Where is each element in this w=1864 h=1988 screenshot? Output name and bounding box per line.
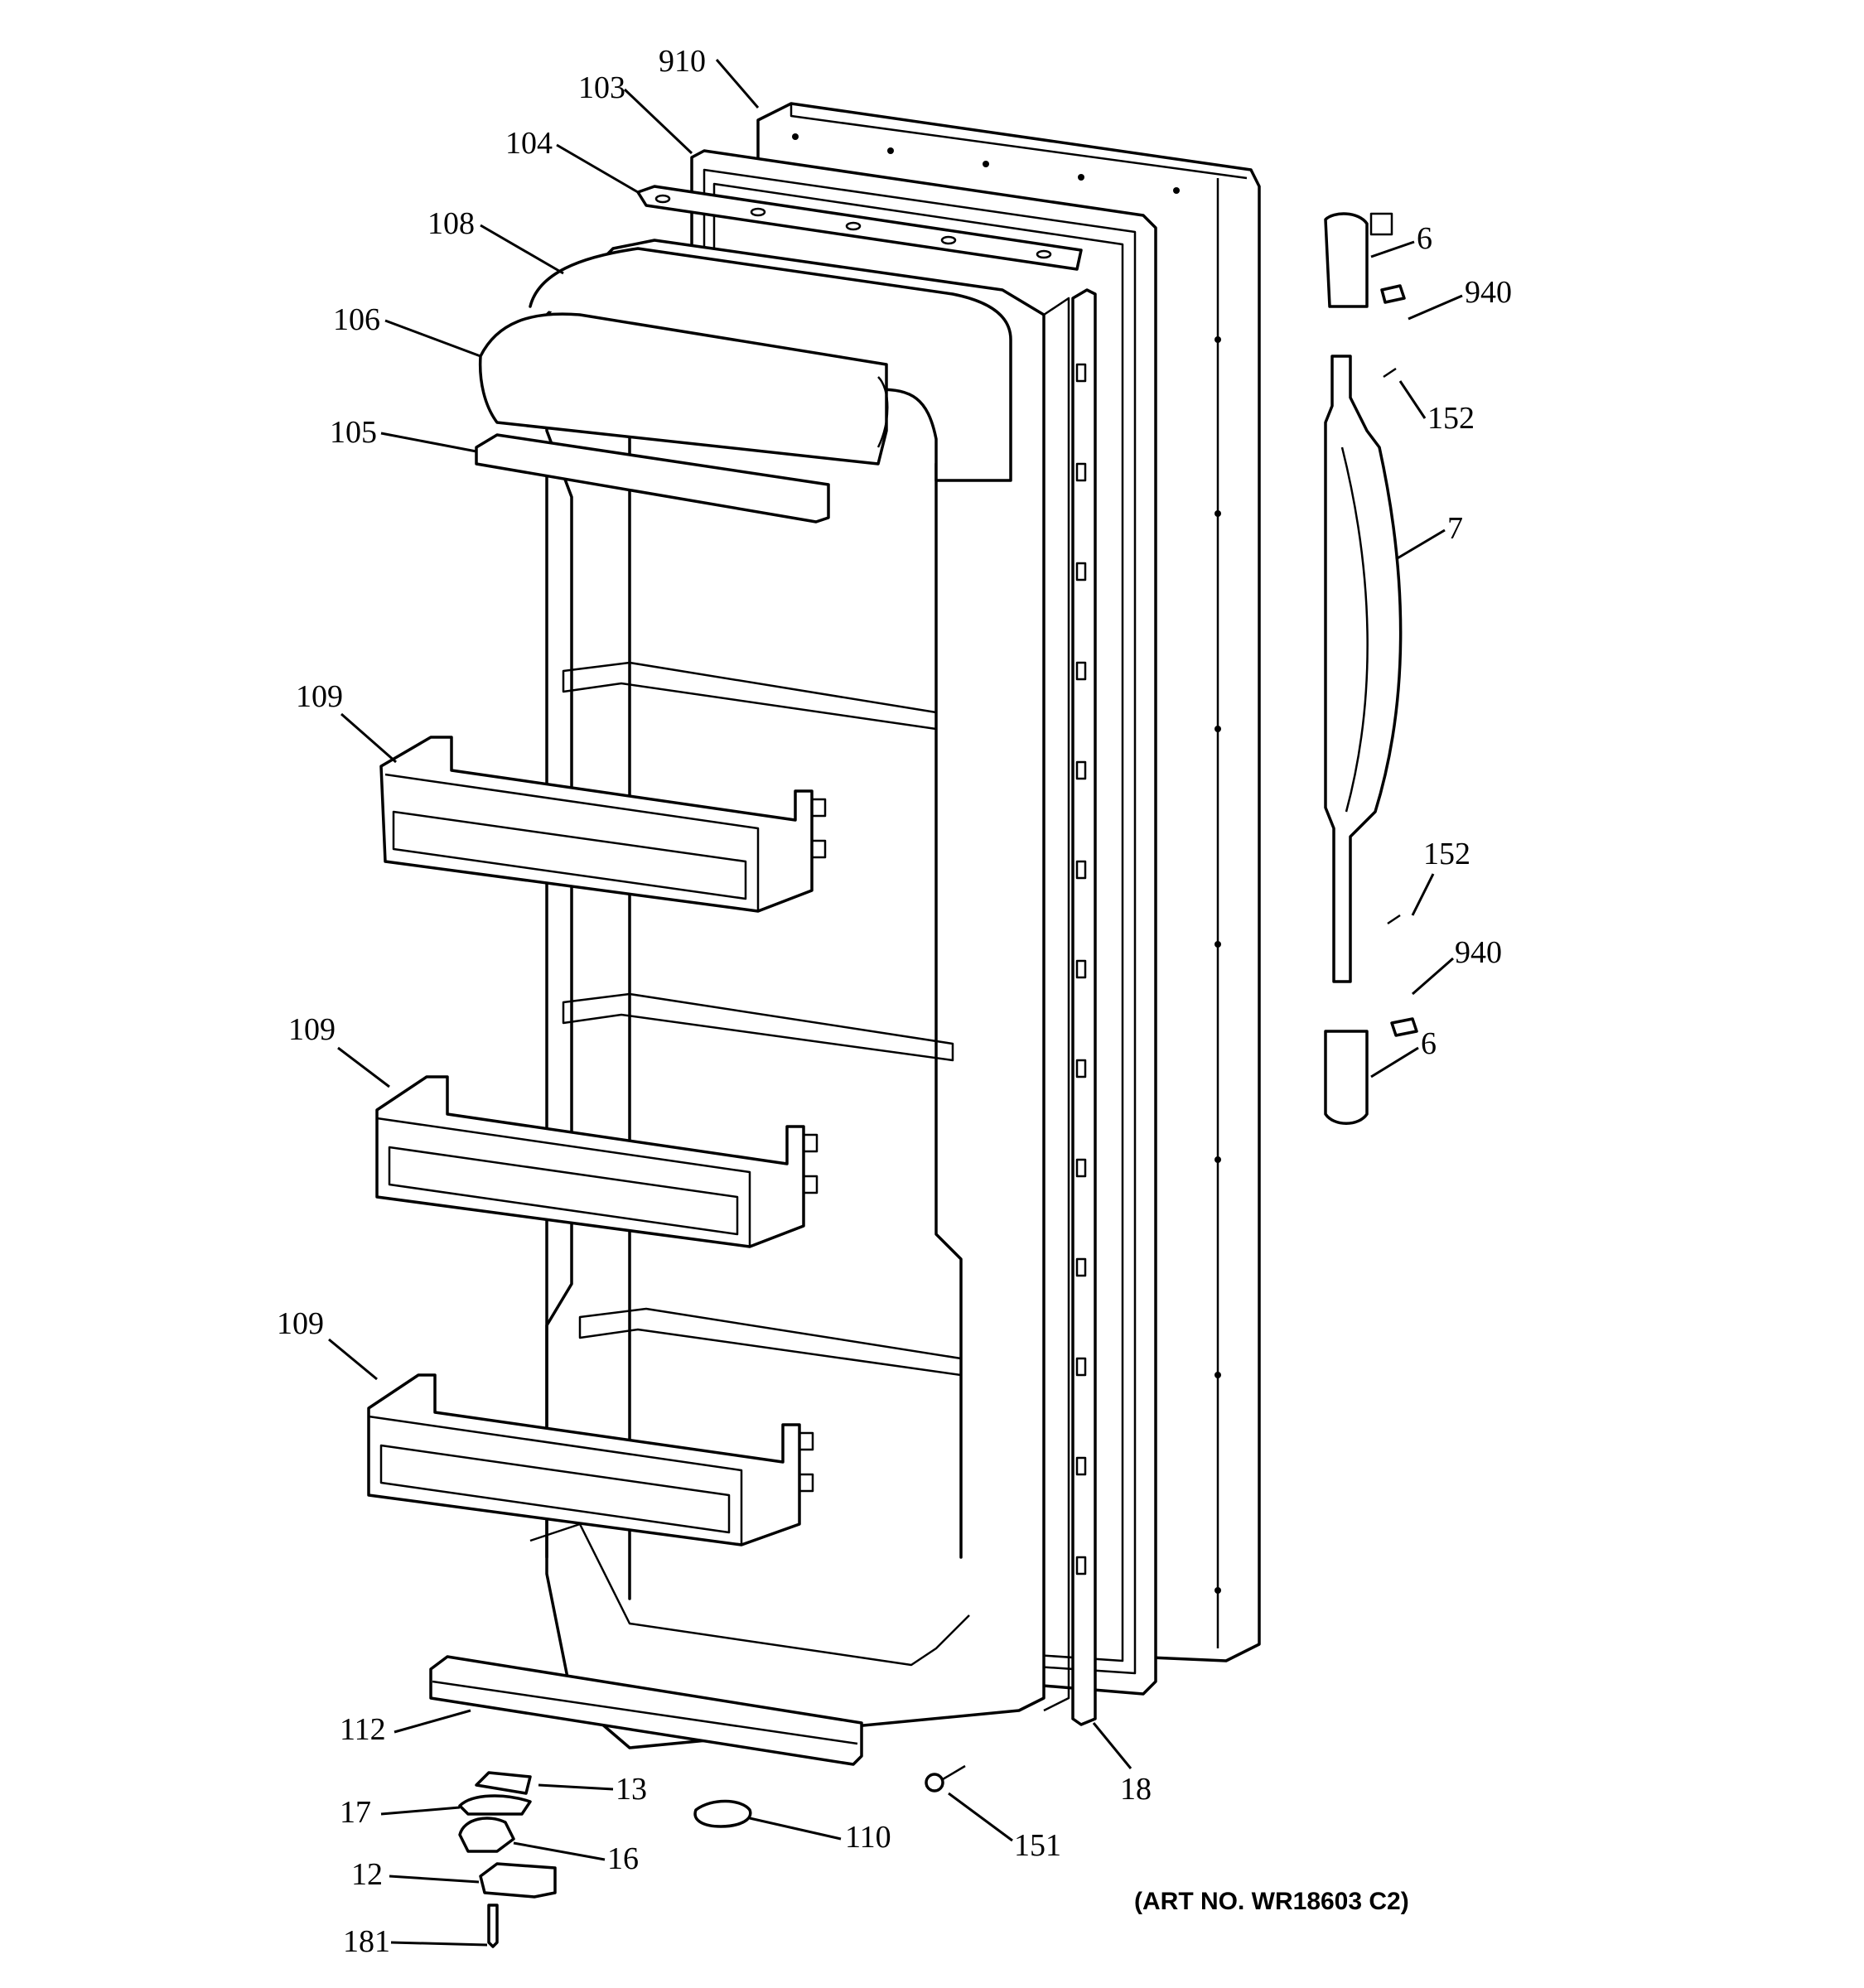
- screw-151: [925, 1764, 966, 1793]
- label-13: 13: [616, 1772, 647, 1807]
- callout-labels: 910 103 104 108 106 105 109 109 109 112 …: [277, 44, 1512, 1959]
- label-17: 17: [340, 1795, 371, 1830]
- door-bin-1: [379, 736, 827, 913]
- dairy-rail: [636, 185, 1083, 271]
- label-6-bottom: 6: [1421, 1026, 1437, 1061]
- label-151: 151: [1014, 1828, 1061, 1863]
- art-number: (ART NO. WR18603 C2): [1134, 1888, 1409, 1915]
- hinge-strip: [1071, 288, 1097, 1726]
- cam: [693, 1799, 752, 1828]
- handle-assembly: [1324, 212, 1418, 1125]
- label-109-middle: 109: [288, 1012, 336, 1047]
- label-7: 7: [1447, 511, 1463, 546]
- bottom-trim: [429, 1655, 863, 1766]
- label-6-top: 6: [1417, 221, 1432, 256]
- label-18: 18: [1120, 1772, 1152, 1807]
- label-181: 181: [343, 1924, 390, 1959]
- label-105: 105: [330, 415, 377, 450]
- label-104: 104: [505, 126, 553, 161]
- leader-lines: [328, 59, 1463, 1947]
- door-bin-3: [367, 1373, 814, 1546]
- dairy-compartment: [475, 247, 1012, 524]
- label-152-top: 152: [1427, 401, 1475, 436]
- door-bin-2: [375, 1075, 819, 1248]
- label-940-top: 940: [1465, 275, 1512, 310]
- label-940-bottom: 940: [1455, 935, 1502, 970]
- label-910: 910: [659, 44, 706, 79]
- label-110: 110: [845, 1820, 891, 1855]
- label-103: 103: [578, 70, 625, 105]
- label-12: 12: [351, 1857, 383, 1892]
- label-108: 108: [427, 206, 475, 241]
- label-152-bottom: 152: [1423, 837, 1470, 871]
- label-109-bottom: 109: [277, 1306, 324, 1341]
- label-109-top: 109: [296, 679, 343, 714]
- hinge-parts: [458, 1771, 557, 1948]
- label-112: 112: [340, 1712, 386, 1747]
- label-106: 106: [333, 302, 380, 337]
- label-16: 16: [607, 1841, 639, 1876]
- liner-interior: [529, 297, 970, 1667]
